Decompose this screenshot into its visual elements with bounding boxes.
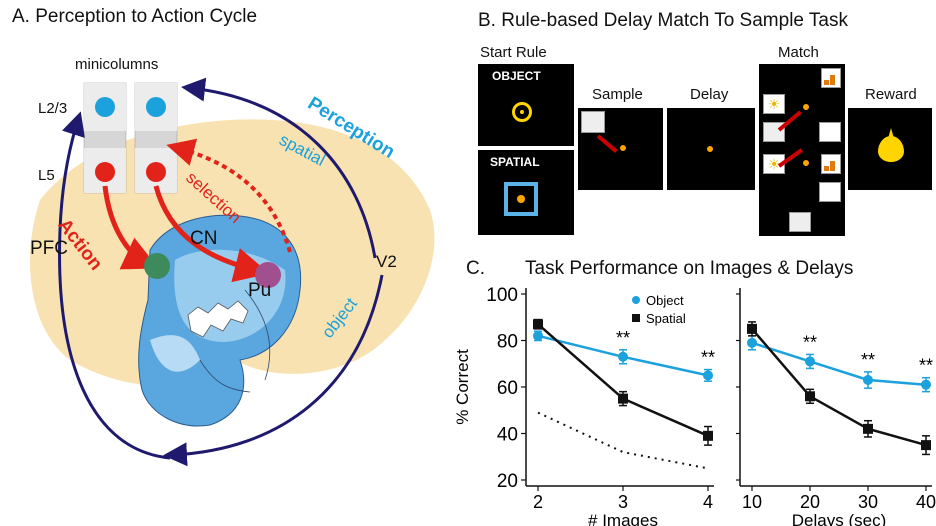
start-rule-label: Start Rule (480, 44, 547, 61)
y-axis-label: % Correct (453, 349, 472, 425)
significance-marker: ** (701, 348, 715, 368)
match-screen-object: ☀ (759, 64, 845, 150)
object-dot-icon (520, 110, 524, 114)
legend-label: Spatial (646, 311, 686, 326)
reward-screen (848, 108, 932, 190)
pu-target (255, 262, 281, 288)
l5-neuron-1 (95, 162, 115, 182)
match-dot-icon (803, 104, 809, 110)
x-tick-label: 20 (800, 492, 820, 512)
x-tick-label: 40 (916, 492, 936, 512)
minicolumns-label: minicolumns (75, 56, 159, 73)
gp-target (144, 253, 170, 279)
significance-marker: ** (861, 350, 875, 370)
object-ring-icon (512, 102, 532, 122)
match-label: Match (778, 44, 819, 61)
pu-label: Pu (248, 280, 272, 301)
l23-neuron-2 (146, 97, 166, 117)
spatial-point (618, 393, 628, 404)
feedback-arrow (58, 111, 171, 460)
match-screen-spatial: ☀ (759, 148, 845, 236)
v2-label: V2 (376, 252, 397, 271)
pfc-label: PFC (30, 238, 68, 259)
object-rule-screen: OBJECT (478, 64, 574, 146)
significance-marker: ** (803, 332, 817, 352)
object-point (533, 330, 543, 341)
panel-a-title: A. Perception to Action Cycle (12, 6, 258, 27)
sample-label: Sample (592, 86, 643, 103)
panel-c-subtitle: Task Performance on Images & Delays (525, 258, 854, 279)
y-tick-label: 20 (497, 471, 518, 492)
l5-neuron-2 (146, 162, 166, 182)
y-tick-label: 80 (497, 332, 518, 353)
object-series-line (751, 341, 927, 386)
palette-image-icon-3 (789, 212, 811, 232)
spatial-rule-label: SPATIAL (490, 155, 540, 169)
fixation-dot-icon (707, 146, 713, 152)
chart-image-icon-2 (821, 154, 841, 174)
spatial-point (863, 423, 873, 434)
object-point (921, 379, 931, 390)
spatial-point (921, 440, 931, 451)
cutlery-image-icon (819, 122, 841, 142)
sample-screen (578, 108, 663, 190)
chart-image-icon (821, 68, 841, 88)
y-tick-label: 60 (497, 378, 518, 399)
performance-charts: 20 40 60 80 100 % Correct 2 3 4 # Images ** ** Objec… (453, 285, 936, 526)
x-tick-label: 30 (858, 492, 878, 512)
cn-label: CN (190, 228, 218, 249)
object-point (747, 337, 757, 348)
object-point (618, 351, 628, 362)
spatial-square-icon (504, 182, 538, 216)
spatial-point (703, 430, 713, 441)
selection-arrow (166, 138, 292, 253)
l5-label: L5 (38, 167, 55, 184)
panel-c-letter: C. (466, 258, 485, 279)
legend-marker-object (632, 296, 640, 304)
sample-dot-icon (620, 145, 626, 151)
object-point (805, 356, 815, 367)
sun-image-icon: ☀ (763, 94, 785, 114)
y-tick-label: 40 (497, 425, 518, 446)
perception-arrow (181, 77, 377, 259)
significance-marker: ** (616, 328, 630, 348)
action-arrow-2 (153, 185, 270, 283)
palette-image-icon (581, 111, 605, 133)
cutlery-image-icon-2 (819, 182, 841, 202)
x-tick-label: 2 (533, 492, 543, 512)
x-tick-label: 3 (618, 492, 628, 512)
chance-series-line (537, 411, 709, 470)
x-tick-label: 4 (703, 492, 713, 512)
x-axis-label: Delays (sec) (792, 511, 886, 526)
panel-b-title: B. Rule-based Delay Match To Sample Task (478, 10, 848, 31)
y-tick-label: 100 (486, 285, 518, 306)
red-arrow-icon (596, 134, 618, 153)
spatial-point (533, 319, 543, 330)
perception-action-diagram (30, 77, 435, 467)
delay-screen (667, 108, 755, 190)
spatial-point (805, 391, 815, 402)
spatial-series-line (751, 328, 927, 447)
object-arrow (163, 274, 384, 467)
action-arrow (102, 185, 159, 270)
spatial-point (747, 323, 757, 334)
reward-label: Reward (865, 86, 917, 103)
sun-image-icon-2: ☀ (763, 154, 785, 174)
significance-marker: ** (919, 356, 933, 376)
legend-marker-spatial (632, 314, 640, 322)
object-point (863, 375, 873, 386)
spatial-dot-icon (517, 195, 525, 203)
x-tick-label: 10 (742, 492, 762, 512)
delay-label: Delay (690, 86, 729, 103)
legend-label: Object (646, 293, 684, 308)
object-point (703, 370, 713, 381)
spatial-rule-screen: SPATIAL (478, 150, 574, 235)
object-rule-label: OBJECT (492, 69, 541, 83)
l23-neuron-1 (95, 97, 115, 117)
l23-label: L2/3 (38, 100, 68, 117)
x-axis-label: # Images (588, 511, 658, 526)
match-dot-icon-2 (803, 160, 809, 166)
